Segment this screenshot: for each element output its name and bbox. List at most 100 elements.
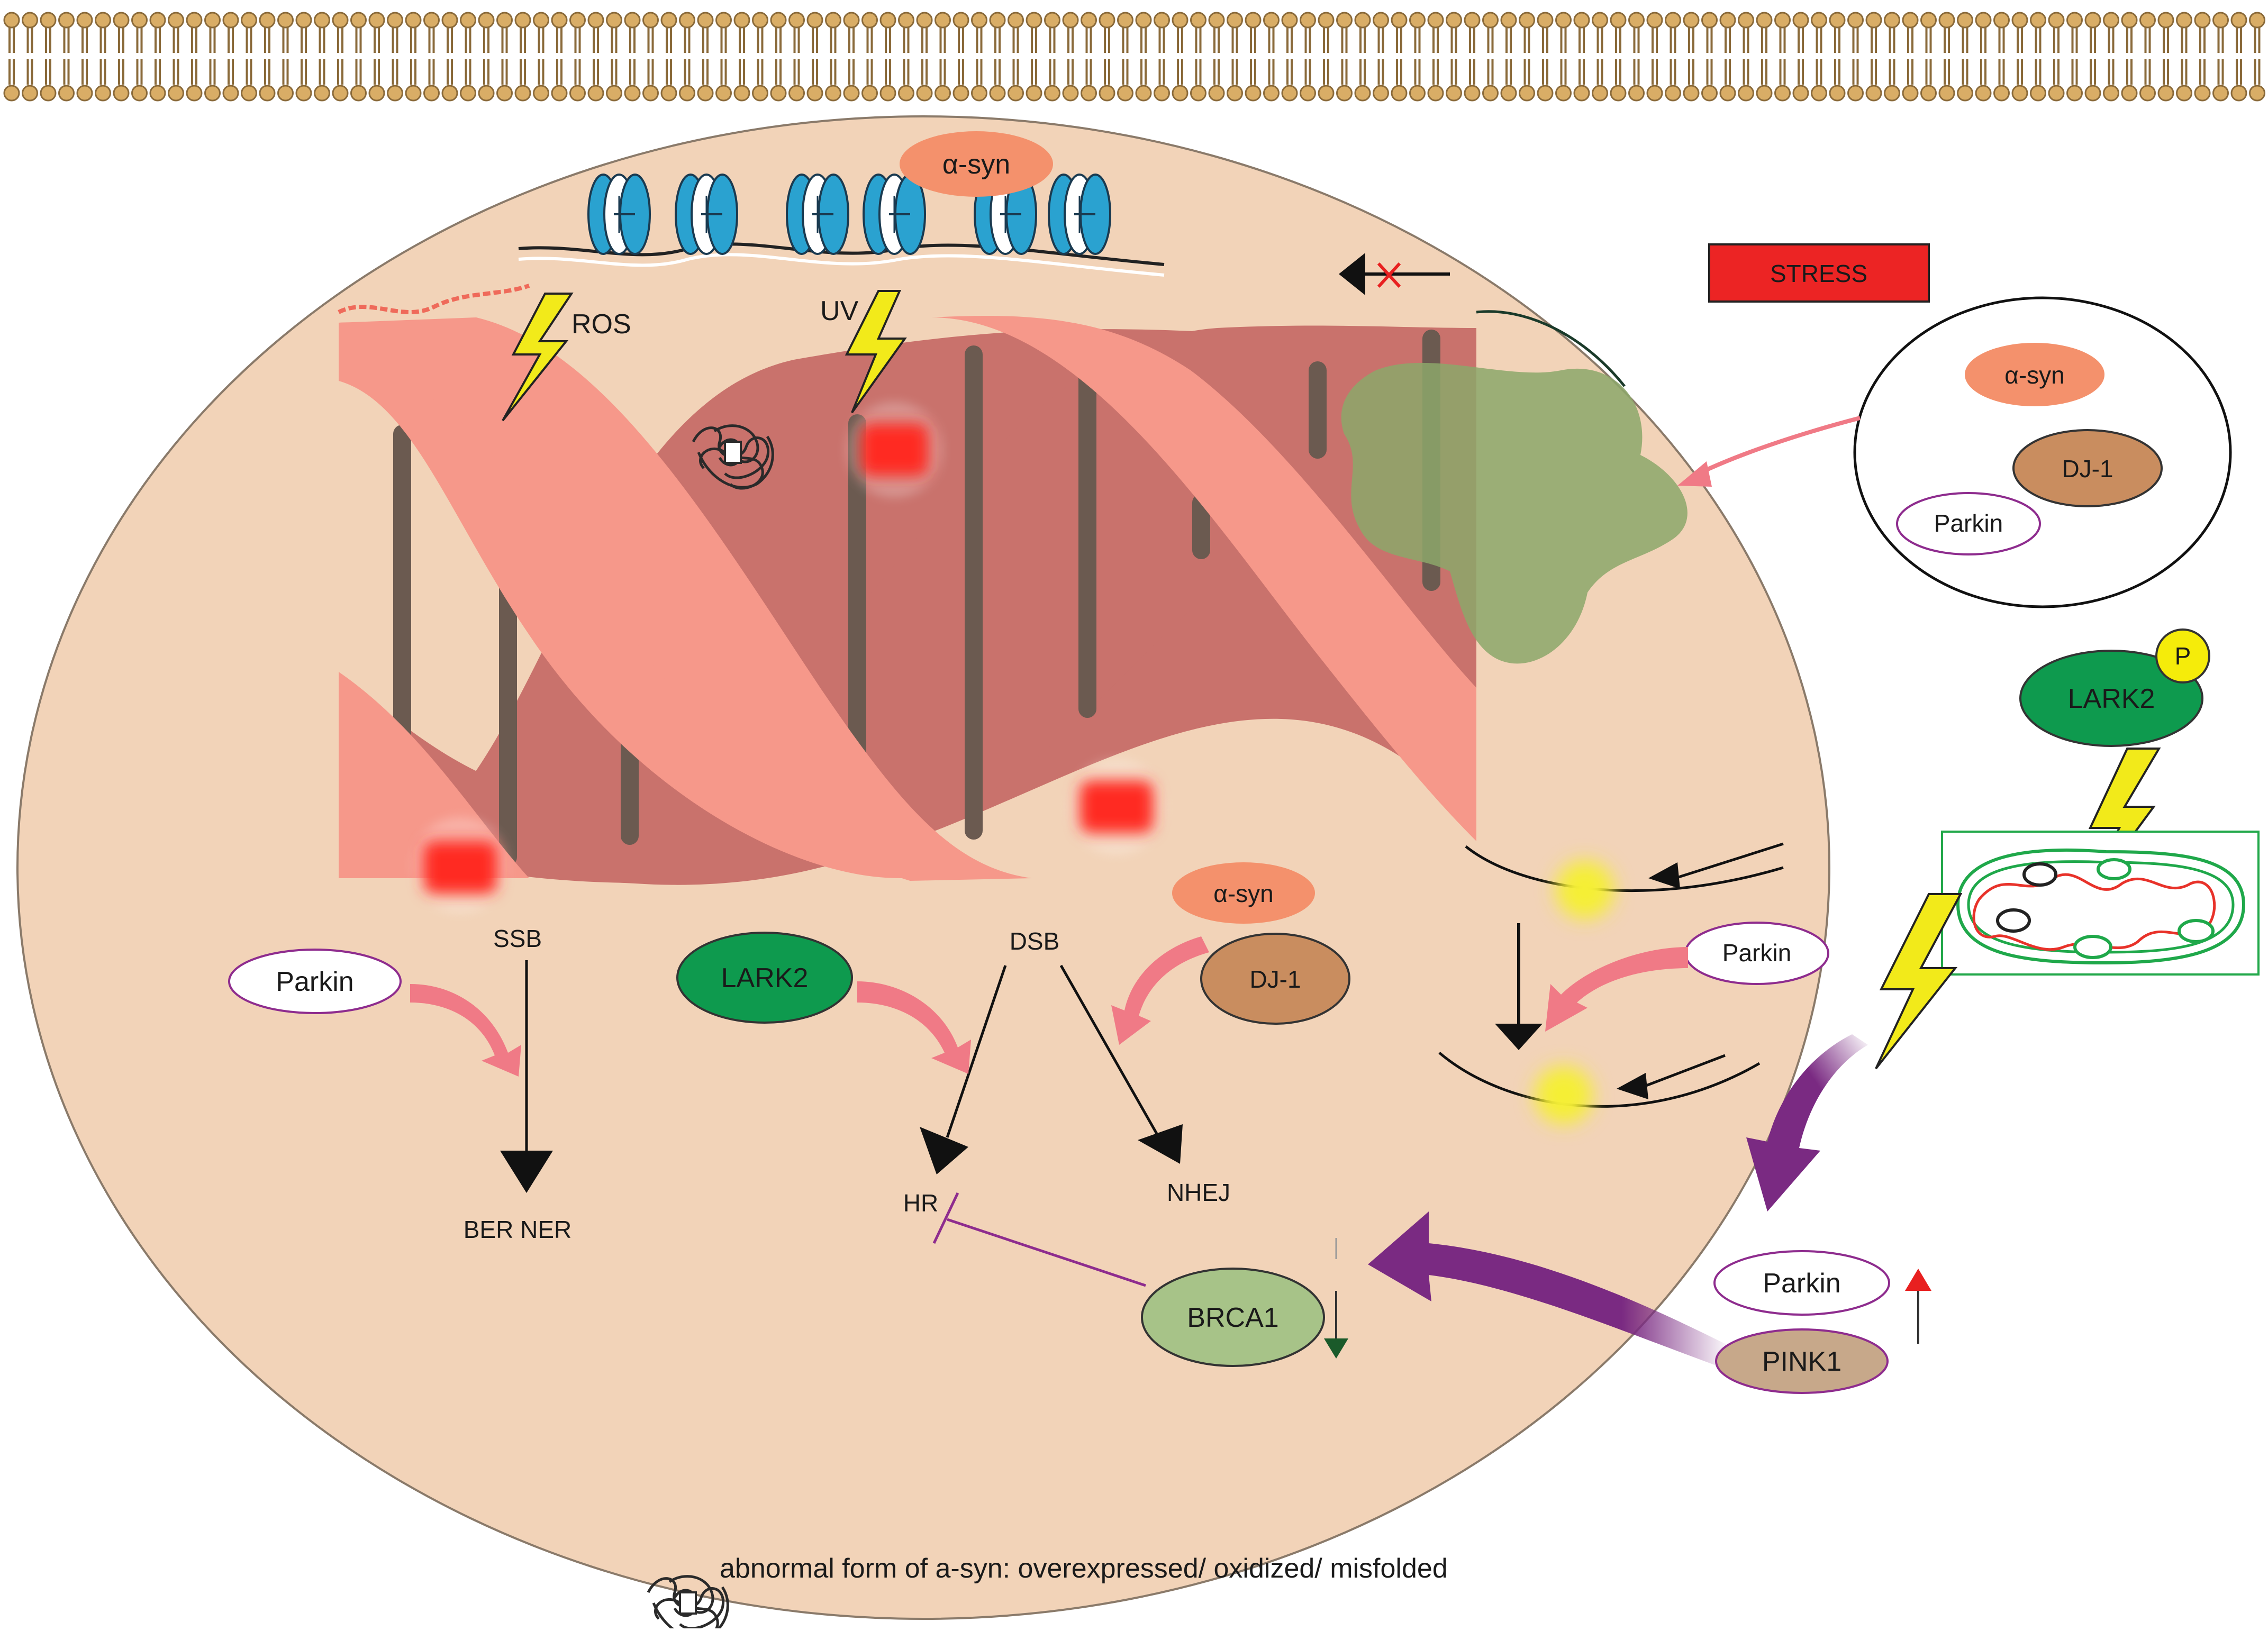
lipid-unit (952, 12, 969, 102)
lipid-unit (1628, 12, 1645, 102)
nucleosome-icon (863, 174, 926, 255)
lipid-unit (770, 12, 787, 102)
lipid-unit (806, 12, 823, 102)
lipid-unit (1738, 12, 1754, 102)
lipid-unit (1227, 12, 1243, 102)
lipid-unit (1373, 12, 1389, 102)
blocked-arrow (1339, 253, 1450, 295)
lipid-unit (168, 12, 184, 102)
lipid-unit (2157, 12, 2174, 102)
fork-curve-top (1476, 310, 1626, 387)
dsb-to-nhej-arrow (1059, 964, 1160, 1138)
brca1-node (1141, 1268, 1325, 1367)
lark2-dsb-label: LARK2 (721, 963, 809, 994)
lipid-unit (1555, 12, 1572, 102)
asyn-dsb-label: α-syn (1213, 880, 1274, 907)
lipid-unit (496, 12, 513, 102)
lipid-unit (1975, 12, 1992, 102)
dsb-label: DSB (1010, 927, 1060, 955)
lipid-unit (879, 12, 896, 102)
lark2-phospho-label: LARK2 (2068, 684, 2155, 714)
lipid-unit (241, 12, 257, 102)
lipid-unit (2194, 12, 2211, 102)
lipid-unit (295, 12, 312, 102)
lipid-unit (1865, 12, 1882, 102)
parkin-ssb-label: Parkin (276, 967, 353, 997)
lipid-unit (1884, 12, 1900, 102)
pink1-label: PINK1 (1762, 1346, 1841, 1377)
parkin-stress-node (1896, 492, 2041, 555)
replication-fork-lower (1438, 1052, 1761, 1124)
stress-box (1708, 243, 1930, 303)
lipid-unit (314, 12, 330, 102)
lipid-unit (1847, 12, 1864, 102)
lipid-unit (1117, 12, 1133, 102)
lipid-unit (332, 12, 349, 102)
lipid-unit (1409, 12, 1426, 102)
hr-arrowhead (920, 1127, 968, 1174)
lipid-unit (788, 12, 805, 102)
dj1-dsb-node (1200, 933, 1350, 1025)
lipid-unit (533, 12, 549, 102)
uv-label: UV (820, 296, 859, 326)
lightning-bolt-icon (502, 293, 574, 422)
lipid-unit (1811, 12, 1827, 102)
lipid-unit (1190, 12, 1206, 102)
lipid-unit (1573, 12, 1590, 102)
parkin-pink-node (1713, 1250, 1890, 1316)
lipid-unit (1044, 12, 1060, 102)
lipid-unit (660, 12, 677, 102)
ber-ner-label: BER NER (464, 1216, 571, 1243)
misfolded-protein-icon (647, 1575, 729, 1631)
lipid-unit (95, 12, 111, 102)
lipid-unit (935, 12, 951, 102)
asyn-top-node (900, 131, 1053, 197)
nucleosome-icon (1048, 174, 1111, 255)
lipid-unit (1263, 12, 1280, 102)
lipid-unit (861, 12, 878, 102)
phosphate-badge (2155, 628, 2210, 684)
lipid-unit (1464, 12, 1481, 102)
lipid-unit (1208, 12, 1225, 102)
lipid-unit (149, 12, 166, 102)
dsb-to-hr-arrow (946, 965, 1007, 1138)
lipid-unit (1902, 12, 1919, 102)
damage-site-dsb (1079, 780, 1154, 833)
damage-site-uv (860, 423, 929, 476)
lipid-unit (2048, 12, 2065, 102)
lightning-bolt-icon (1875, 893, 1963, 1070)
dj1-stress-node (2012, 429, 2163, 507)
lipid-unit (606, 12, 622, 102)
lipid-unit (2212, 12, 2229, 102)
lipid-unit (843, 12, 860, 102)
lipid-unit (1300, 12, 1316, 102)
lipid-unit (1665, 12, 1681, 102)
lark2-dsb-node (676, 932, 853, 1024)
lipid-unit (387, 12, 403, 102)
lipid-unit (2030, 12, 2046, 102)
lipid-unit (1701, 12, 1718, 102)
lipid-unit (916, 12, 933, 102)
misfolded-protein-icon (692, 424, 774, 490)
lipid-unit (733, 12, 750, 102)
lipid-unit (1938, 12, 1955, 102)
lipid-unit (551, 12, 568, 102)
lipid-unit (569, 12, 586, 102)
lipid-unit (971, 12, 987, 102)
lipid-unit (3, 12, 20, 102)
lipid-unit (350, 12, 367, 102)
lipid-unit (697, 12, 714, 102)
lipid-unit (624, 12, 641, 102)
mito-to-pink1-arrow (1746, 1034, 1868, 1211)
ros-label: ROS (571, 309, 631, 340)
lipid-unit (1281, 12, 1298, 102)
lipid-unit (679, 12, 695, 102)
parkin-stress-label: Parkin (1934, 509, 2003, 537)
lipid-unit (2176, 12, 2192, 102)
lipid-unit (1646, 12, 1663, 102)
lipid-unit (1318, 12, 1335, 102)
replication-fork-upper (1465, 842, 1784, 919)
lipid-unit (1154, 12, 1170, 102)
lipid-unit (752, 12, 768, 102)
